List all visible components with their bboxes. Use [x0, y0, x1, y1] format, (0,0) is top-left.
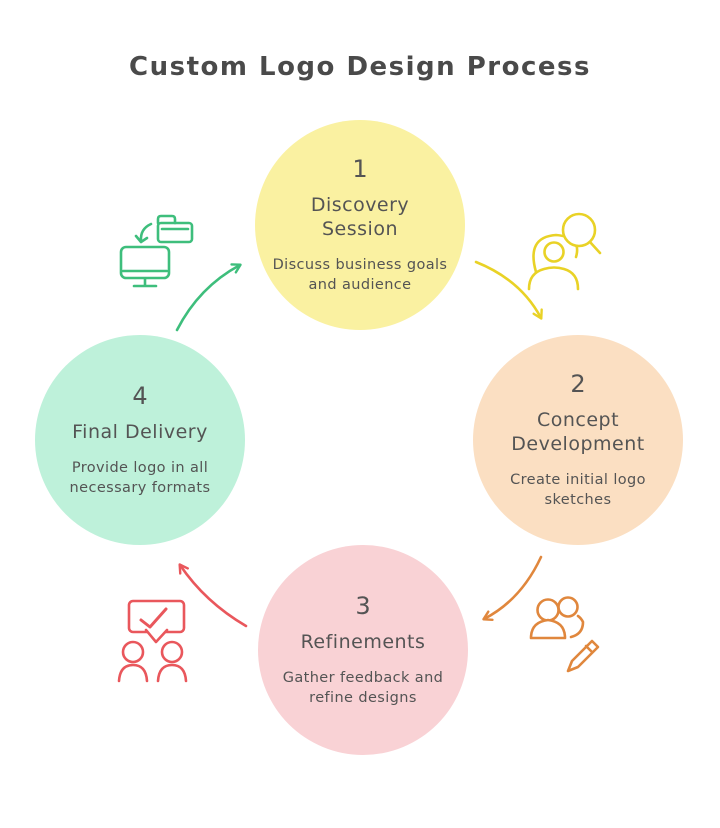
magnifier-handle [588, 240, 602, 255]
person-head [543, 241, 565, 263]
team-sketch-icon [529, 596, 600, 673]
file-delivery-icon [119, 214, 194, 288]
back-person-head [557, 596, 579, 618]
arrow-step3-to-step4 [178, 563, 248, 628]
back-person-shoulders [569, 614, 585, 639]
step-number: 1 [352, 154, 368, 183]
folder-body [156, 221, 194, 244]
speech-bubble [127, 599, 186, 634]
step-title: Refinements [300, 630, 426, 653]
folder-tab [156, 214, 177, 225]
arrow-step1-to-step2 [474, 260, 543, 320]
user-search-icon [527, 212, 602, 291]
left-person-head [121, 640, 145, 664]
step-description: Provide logo in all necessary formats [69, 459, 211, 496]
right-person-head [160, 640, 184, 664]
feedback-approval-icon [117, 599, 188, 683]
front-person-shoulders [529, 618, 567, 640]
person-shoulders [527, 266, 580, 291]
front-person-head [536, 598, 560, 622]
step-circle-final-delivery: 4 Final Delivery Provide logo in all nec… [35, 335, 245, 545]
monitor-stand [132, 277, 158, 288]
step-circle-discovery-session: 1 Discovery Session Discuss business goa… [255, 120, 465, 330]
step-description: Create initial logo sketches [510, 471, 646, 509]
arrow-step4-to-step1 [175, 263, 242, 332]
check-mark [139, 607, 168, 629]
monitor-screen [119, 245, 171, 280]
step-title: Discovery Session [310, 193, 410, 241]
step-description: Gather feedback and refine designs [282, 669, 444, 706]
step-circle-refinements: 3 Refinements Gather feedback and refine… [258, 545, 468, 755]
page-title: Custom Logo Design Process [129, 52, 591, 82]
step-circle-concept-development: 2 Concept Development Create initial log… [473, 335, 683, 545]
right-person-shoulders [156, 663, 188, 683]
transfer-arrowhead [134, 234, 149, 244]
pencil-band [584, 644, 594, 654]
arrow-step2-to-step3 [482, 555, 543, 621]
step-description: Discuss business goals and audience [272, 256, 448, 294]
magnifier-glass [561, 212, 597, 248]
step-number: 4 [132, 381, 148, 410]
step-number: 2 [570, 369, 586, 398]
step-title: Concept Development [511, 408, 645, 456]
transfer-arrow [139, 222, 153, 243]
step-title: Final Delivery [72, 420, 208, 443]
pencil-body [566, 639, 600, 673]
step-number: 3 [355, 591, 371, 620]
speech-bubble-tail [144, 628, 169, 644]
left-person-shoulders [117, 663, 149, 683]
person-hair [532, 233, 579, 274]
